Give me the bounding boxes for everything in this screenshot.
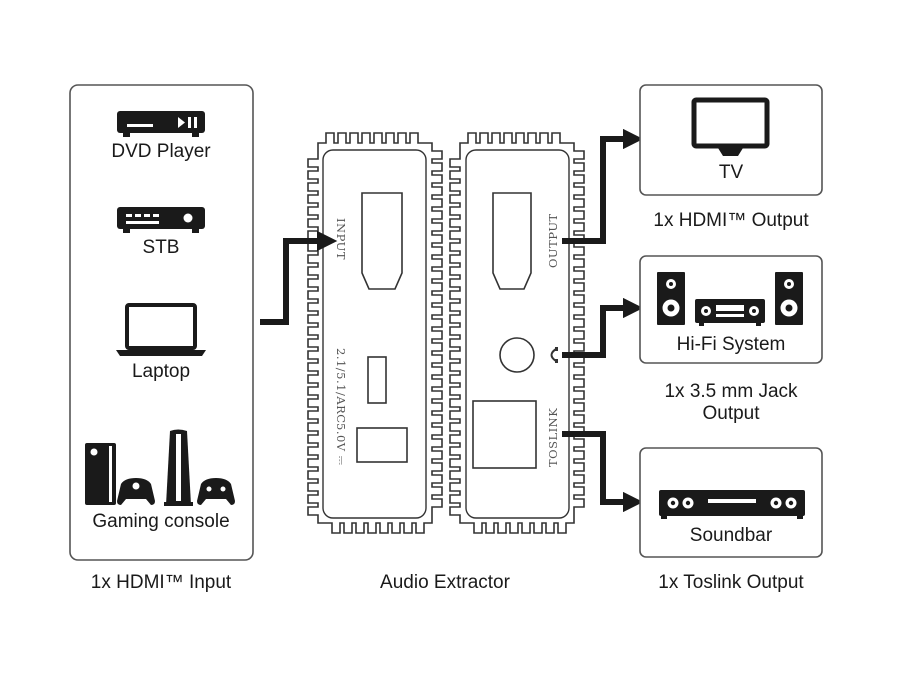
port-label-input: INPUT bbox=[334, 218, 348, 260]
output-label-tv: TV bbox=[719, 162, 744, 183]
tv-output-caption: 1x HDMI™ Output bbox=[653, 210, 809, 231]
hifi-system-icon bbox=[657, 272, 803, 326]
device-label-gaming-console: Gaming console bbox=[92, 511, 229, 532]
power-port bbox=[356, 427, 408, 463]
port-label-output: OUTPUT bbox=[546, 213, 560, 268]
port-label-toslink: TOSLINK bbox=[546, 408, 560, 467]
laptop-icon bbox=[116, 303, 206, 356]
signal-connectors bbox=[260, 128, 644, 513]
device-label-laptop: Laptop bbox=[132, 361, 190, 382]
extractor-input-side: INPUT 2.1/5.1/ARC 5.0V ⎓ bbox=[307, 132, 443, 534]
device-label-dvd-player: DVD Player bbox=[111, 141, 211, 162]
hdmi-input-port bbox=[361, 192, 403, 290]
input-caption: 1x HDMI™ Input bbox=[91, 572, 232, 593]
port-label-power: 5.0V ⎓ bbox=[334, 423, 348, 466]
soundbar-icon bbox=[659, 490, 805, 519]
output-label-soundbar: Soundbar bbox=[690, 525, 773, 546]
dvd-player-icon bbox=[117, 111, 205, 137]
extractor-output-side: OUTPUT TOSLINK bbox=[449, 132, 585, 534]
hifi-output-caption-line2: Output bbox=[702, 403, 760, 424]
hifi-output-arrow bbox=[562, 297, 644, 358]
extractor-caption: Audio Extractor bbox=[380, 572, 511, 593]
audio-jack-port bbox=[499, 337, 535, 373]
tv-icon bbox=[691, 97, 770, 156]
hdmi-output-port bbox=[492, 192, 532, 290]
soundbar-output-arrow bbox=[562, 431, 644, 513]
device-label-stb: STB bbox=[143, 237, 180, 258]
set-top-box-icon bbox=[117, 207, 205, 233]
toslink-port bbox=[472, 400, 537, 469]
tv-output-box: TV bbox=[639, 84, 823, 196]
port-label-arc: 2.1/5.1/ARC bbox=[334, 348, 348, 424]
soundbar-output-caption: 1x Toslink Output bbox=[658, 572, 804, 593]
input-arrow bbox=[260, 230, 338, 325]
tv-output-arrow bbox=[562, 128, 644, 244]
soundbar-output-box: Soundbar bbox=[639, 447, 823, 558]
hifi-output-caption-line1: 1x 3.5 mm Jack bbox=[664, 381, 798, 402]
hifi-output-box: Hi-Fi System bbox=[639, 255, 823, 364]
output-label-hifi: Hi-Fi System bbox=[677, 334, 786, 355]
headphone-icon bbox=[550, 347, 558, 363]
arc-switch bbox=[367, 356, 387, 404]
gaming-console-icon bbox=[85, 429, 235, 506]
input-devices-panel: DVD Player STB Laptop bbox=[69, 84, 254, 561]
